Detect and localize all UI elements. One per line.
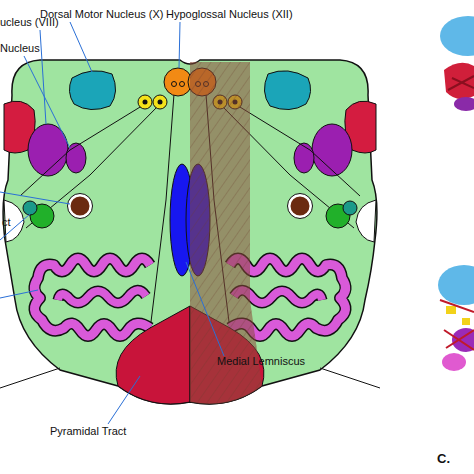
left-half — [0, 68, 194, 404]
structure-label: Pyramidal Tract — [50, 425, 126, 438]
view-vessel — [448, 76, 474, 90]
brain-views — [438, 16, 474, 371]
view-shape — [438, 265, 474, 305]
leader-line — [70, 22, 92, 72]
view-shape — [462, 318, 470, 325]
view-shape — [440, 16, 474, 56]
leader-line — [0, 290, 38, 298]
structure-label: ct — [2, 216, 11, 229]
view-vessel — [440, 300, 474, 350]
leader-line — [186, 262, 224, 356]
panel-letter: C. — [437, 452, 450, 465]
leader-line — [179, 22, 180, 68]
hatch-region — [190, 62, 262, 404]
structure-label: Hypoglossal Nucleus (XII) — [166, 8, 293, 21]
view-shape — [446, 306, 456, 314]
leader-line — [24, 56, 70, 148]
structure-label: Medial Lemniscus — [217, 355, 305, 368]
view-shape — [444, 63, 474, 99]
structure-label: Nucleus — [0, 42, 40, 55]
leader-line — [40, 30, 46, 124]
shaded-region — [190, 62, 262, 404]
leader-line — [0, 192, 70, 204]
leader-lines — [0, 22, 224, 424]
leader-line — [0, 214, 30, 240]
view-shape — [454, 97, 474, 111]
view-shape — [442, 353, 466, 371]
leader-line — [108, 376, 140, 424]
structure-label: Dorsal Motor Nucleus (X) — [40, 8, 163, 21]
